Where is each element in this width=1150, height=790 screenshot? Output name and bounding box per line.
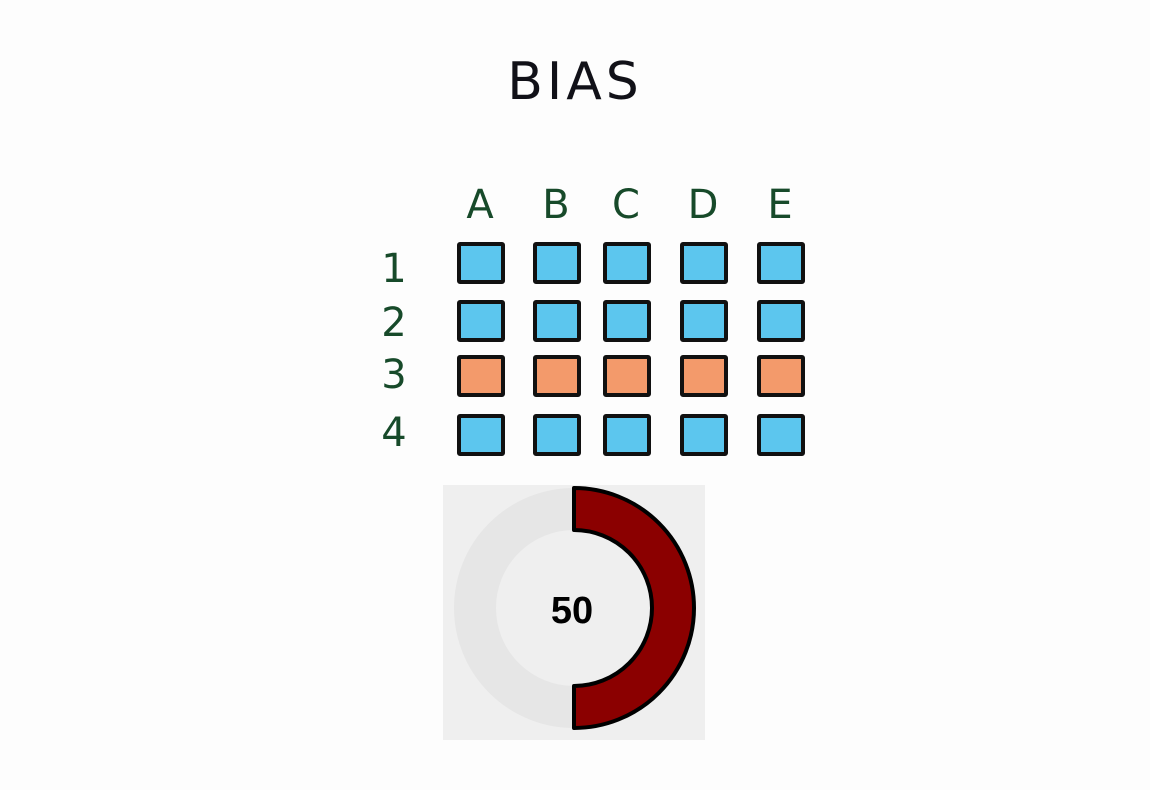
seat-c1[interactable] bbox=[603, 242, 651, 284]
seat-b4[interactable] bbox=[533, 414, 581, 456]
column-label-d: D bbox=[687, 182, 719, 228]
seat-e4[interactable] bbox=[757, 414, 805, 456]
seat-d1[interactable] bbox=[680, 242, 728, 284]
column-label-a: A bbox=[466, 182, 494, 228]
column-label-e: E bbox=[767, 182, 793, 228]
row-label-1: 1 bbox=[381, 246, 407, 292]
seat-b1[interactable] bbox=[533, 242, 581, 284]
seat-e3[interactable] bbox=[757, 355, 805, 397]
bias-gauge: 50 bbox=[443, 485, 705, 740]
gauge-ring bbox=[454, 486, 696, 730]
column-label-c: C bbox=[612, 182, 640, 228]
row-label-4: 4 bbox=[381, 410, 407, 456]
seat-d3[interactable] bbox=[680, 355, 728, 397]
seat-a2[interactable] bbox=[457, 300, 505, 342]
seat-a4[interactable] bbox=[457, 414, 505, 456]
row-label-3: 3 bbox=[381, 352, 407, 398]
seat-e2[interactable] bbox=[757, 300, 805, 342]
column-label-b: B bbox=[542, 182, 570, 228]
seat-c3[interactable] bbox=[603, 355, 651, 397]
seat-d2[interactable] bbox=[680, 300, 728, 342]
row-label-2: 2 bbox=[381, 300, 407, 346]
seat-c4[interactable] bbox=[603, 414, 651, 456]
seat-c2[interactable] bbox=[603, 300, 651, 342]
seat-d4[interactable] bbox=[680, 414, 728, 456]
gauge-value: 50 bbox=[550, 590, 594, 632]
page-title: BIAS bbox=[507, 52, 643, 112]
gauge-arc bbox=[572, 486, 696, 730]
seat-e1[interactable] bbox=[757, 242, 805, 284]
seat-b2[interactable] bbox=[533, 300, 581, 342]
seat-a1[interactable] bbox=[457, 242, 505, 284]
seat-a3[interactable] bbox=[457, 355, 505, 397]
seat-b3[interactable] bbox=[533, 355, 581, 397]
